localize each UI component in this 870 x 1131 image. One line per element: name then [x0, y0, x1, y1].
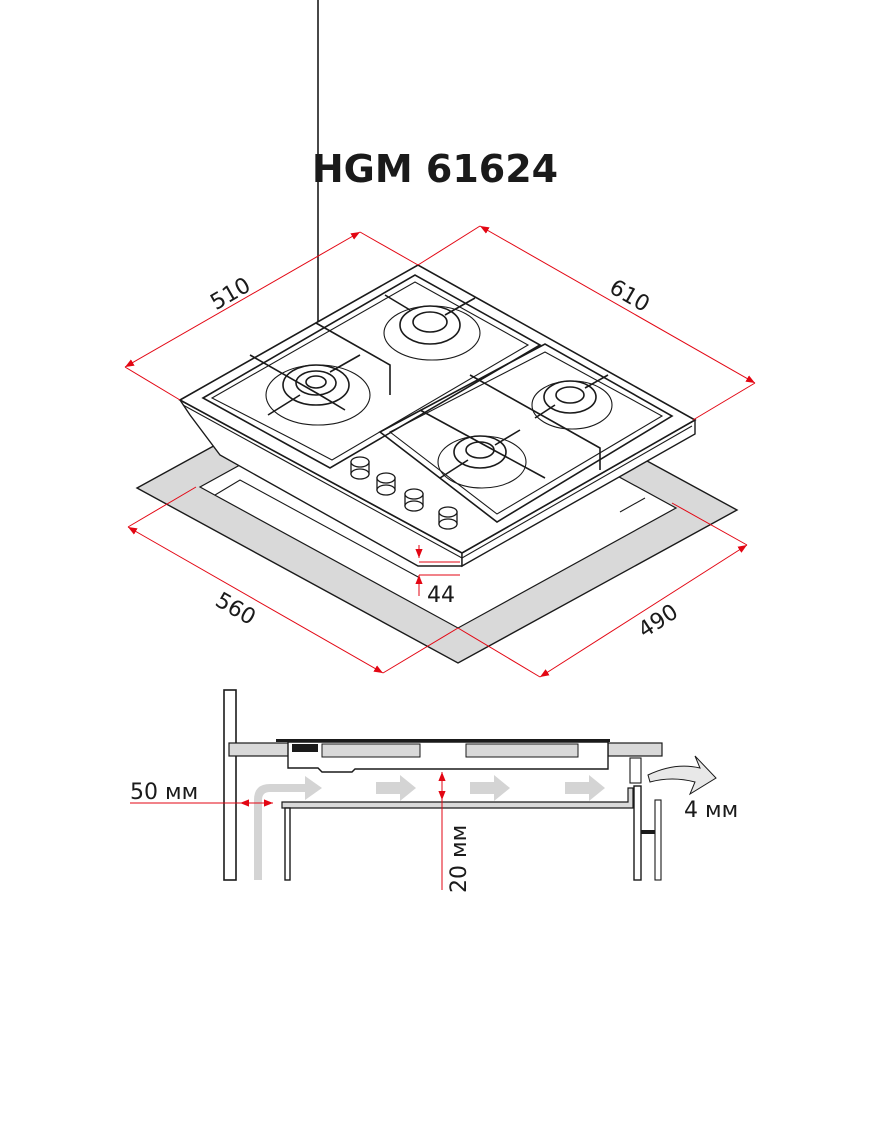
burner-front [437, 429, 527, 489]
airflow-arrows [254, 775, 605, 880]
wall [223, 689, 237, 881]
label-50mm: 50 мм [130, 780, 198, 805]
airflow-arrow-icon [254, 776, 322, 880]
label-510: 510 [206, 273, 255, 316]
label-560: 560 [211, 588, 260, 631]
airflow-arrow-icon [470, 775, 510, 801]
label-490: 490 [634, 600, 683, 644]
countertop-left [228, 742, 292, 757]
knob-icon [376, 472, 396, 496]
label-4mm: 4 мм [684, 798, 738, 823]
control-knobs [350, 456, 458, 530]
airflow-arrow-icon [376, 775, 416, 801]
cabinet-shelf [281, 787, 634, 809]
knob-icon [350, 456, 370, 480]
burner-rear [383, 294, 481, 361]
knob-icon [438, 506, 458, 530]
airflow-arrow-icon [565, 775, 605, 801]
vent-arrow-icon [647, 755, 717, 796]
knob-icon [404, 488, 424, 512]
dimension-44: 44 [415, 545, 460, 608]
label-44: 44 [427, 583, 455, 608]
installation-section: 50 мм 20 мм 4 мм [130, 689, 738, 893]
label-20mm: 20 мм [447, 825, 472, 893]
model-title: HGM 61624 [312, 147, 558, 191]
hob-glass [276, 739, 610, 742]
countertop-right [607, 742, 663, 757]
